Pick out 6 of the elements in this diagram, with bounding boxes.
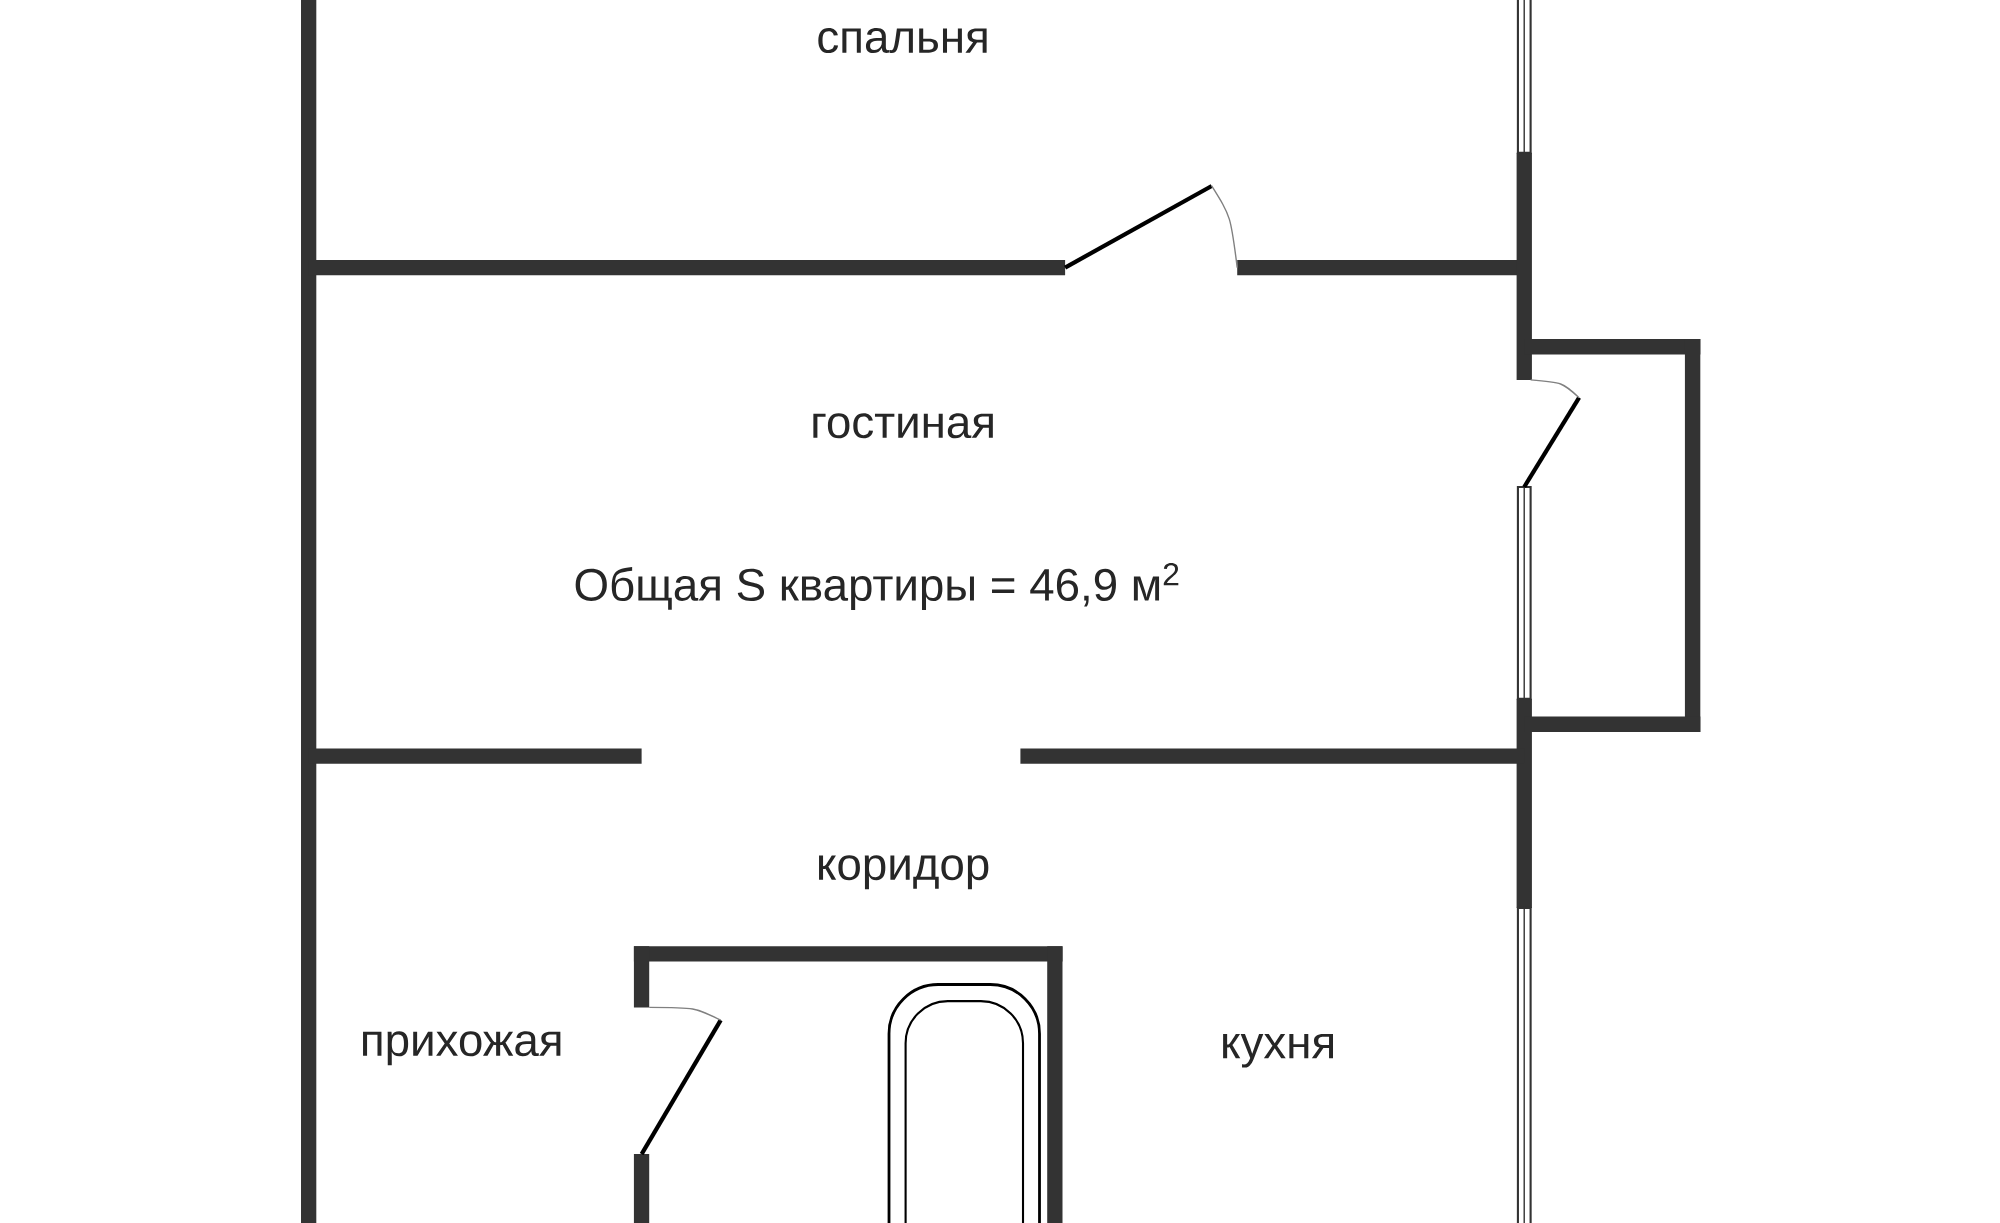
room-label: гостиная [813,413,993,439]
area-label: Общая S квартиры = 46,9 м$^{2}$ [575,562,1179,611]
room-label: кухня [1223,1034,1333,1068]
room-label: спальня [818,28,987,54]
room-label: коридор [819,855,989,890]
room-label: прихожая [363,1031,561,1066]
